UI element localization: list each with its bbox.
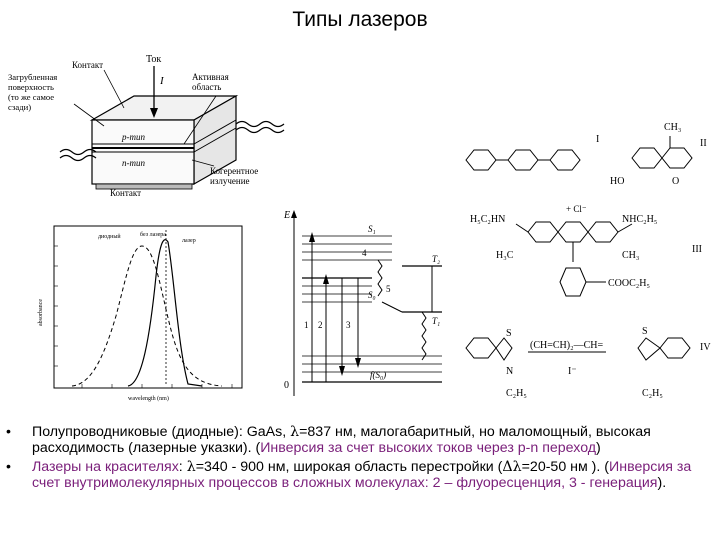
- level-2: 2: [318, 320, 323, 330]
- bullet-tail: ): [596, 440, 601, 457]
- level-4: 4: [362, 248, 367, 258]
- label-p-type: p-тип: [121, 132, 145, 142]
- label-h3c: H₃C: [496, 250, 514, 261]
- bullet-text: =340 - 900 нм, широкая область перестрой…: [195, 458, 503, 475]
- diode-laser-diagram: Ток I Контакт Загрубленная поверхность (…: [4, 48, 294, 198]
- label-ch3-right: CH₃: [622, 250, 639, 261]
- label-active-region: Активная область: [192, 72, 231, 92]
- bullet-dye: • Лазеры на красителях: λ=340 - 900 нм, …: [4, 459, 716, 492]
- bullet-highlight: Инверсия за счет высоких токов через p-n…: [260, 440, 597, 457]
- t1-label: T₁: [432, 316, 440, 326]
- bullet-semiconductor: • Полупроводниковые (диодные): GaAs, λ=8…: [4, 424, 716, 457]
- bullet-highlight: Инверсия за счет внутримолекулярных проц…: [32, 458, 692, 492]
- bullet-tail: ).: [657, 475, 667, 492]
- energy-level-diagram: E 0 S₁ T₂ S₀ T₁ f(S₀) 1 2 3 4 5: [283, 210, 442, 396]
- y-axis-label: absorbance: [38, 299, 44, 326]
- bullet-marker: •: [6, 458, 11, 475]
- label-recessed-surface: Загрубленная поверхность (то же самое сз…: [8, 72, 59, 112]
- legend-diode: диодный: [98, 233, 121, 240]
- slide-title: Типы лазеров: [292, 8, 428, 31]
- label-i-minus: I⁻: [568, 366, 577, 377]
- level-5: 5: [386, 284, 391, 294]
- label-current-symbol: I: [159, 75, 165, 87]
- label-cooc2h5: COOC₂H₅: [608, 278, 650, 289]
- label-n-type: n-тип: [122, 158, 145, 168]
- level-1: 1: [304, 320, 309, 330]
- x-axis-label: wavelength (nm): [128, 395, 169, 402]
- bullet-text: (диодные): GaAs,: [167, 424, 291, 440]
- bullet-text: =20-50 нм ). (: [521, 458, 610, 475]
- numeral-i: I: [596, 134, 599, 145]
- bullet-marker: •: [6, 424, 11, 440]
- s1-label: S₁: [368, 224, 376, 234]
- label-ho: HO: [610, 176, 624, 187]
- label-s-right: S: [642, 326, 648, 337]
- bullet-list: • Полупроводниковые (диодные): GaAs, λ=8…: [4, 424, 716, 494]
- zero-label: 0: [284, 380, 289, 391]
- bullet-text: :: [178, 458, 187, 475]
- numeral-iv: IV: [700, 342, 711, 353]
- legend-no-laser: без лазера: [140, 231, 166, 238]
- label-n: N: [506, 366, 513, 377]
- level-3: 3: [346, 320, 351, 330]
- t2-label: T₂: [432, 254, 440, 264]
- label-chain: (CH=CH)₂—CH=: [530, 340, 603, 351]
- label-contact-top: Контакт: [72, 60, 103, 70]
- label-coherent-emission: Когерентное излучение: [210, 166, 261, 186]
- f-s0-label: f(S₀): [370, 370, 386, 380]
- bullet-lead: Полупроводниковые: [32, 424, 168, 440]
- bullet-lead: Лазеры на красителях: [32, 458, 179, 475]
- bullet-text: =837 нм, малогабаритный, но маломощный, …: [32, 424, 651, 457]
- label-nhc2h5: NHC₂H₅: [622, 214, 657, 225]
- dye-molecules: I II III IV CH₃ HO O + Cl⁻ H₅C₂HN NHC₂H₅…: [465, 122, 711, 399]
- s0-mid-label: S₀: [368, 290, 376, 300]
- numeral-ii: II: [700, 138, 707, 149]
- label-current: Ток: [146, 54, 161, 65]
- lambda-symbol: λ: [186, 458, 196, 475]
- spectrum-plot: диодный без лазера лазер wavelength (nm)…: [38, 225, 243, 402]
- numeral-iii: III: [692, 244, 702, 255]
- label-s-left: S: [506, 328, 512, 339]
- label-c2h5-left: C₂H₅: [506, 388, 527, 399]
- lambda-symbol: λ: [290, 424, 300, 440]
- legend-laser: лазер: [182, 238, 196, 244]
- delta-lambda-symbol: Δλ: [502, 458, 522, 475]
- label-c2h5-right: C₂H₅: [642, 388, 663, 399]
- label-o: O: [672, 176, 679, 187]
- label-ch3-top: CH₃: [664, 122, 681, 133]
- label-contact-bottom: Контакт: [110, 188, 141, 198]
- label-h5c2hn: H₅C₂HN: [470, 214, 505, 225]
- e-axis-label: E: [283, 210, 290, 221]
- label-cl: + Cl⁻: [566, 204, 587, 214]
